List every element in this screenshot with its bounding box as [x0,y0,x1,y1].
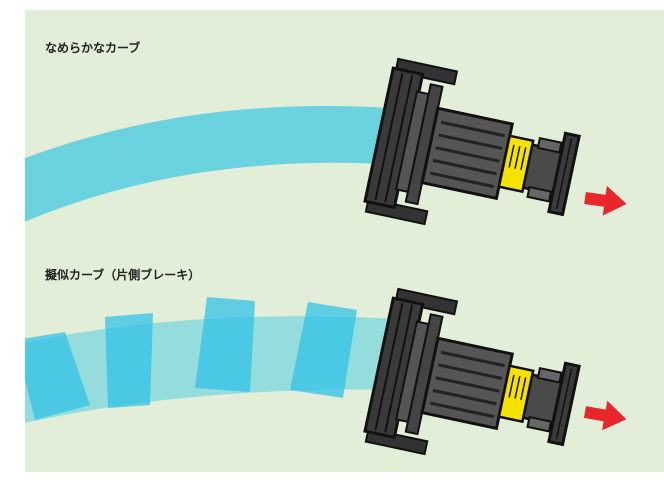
smooth-curve-label: なめらかなカーブ [45,41,141,55]
direction-arrow-icon [582,397,629,435]
diagram-canvas [25,56,629,472]
smooth-curve-track [25,106,415,222]
tractor-icon [361,56,589,254]
pseudo-curve-label: 擬似カーブ（片側ブレーキ） [45,268,201,282]
pseudo-curve-segments [25,297,357,420]
direction-arrow-icon [582,183,629,219]
tractor-icon [361,286,589,472]
diagram-panel: なめらかなカーブ 擬似カーブ（片側ブレーキ） [25,10,664,472]
